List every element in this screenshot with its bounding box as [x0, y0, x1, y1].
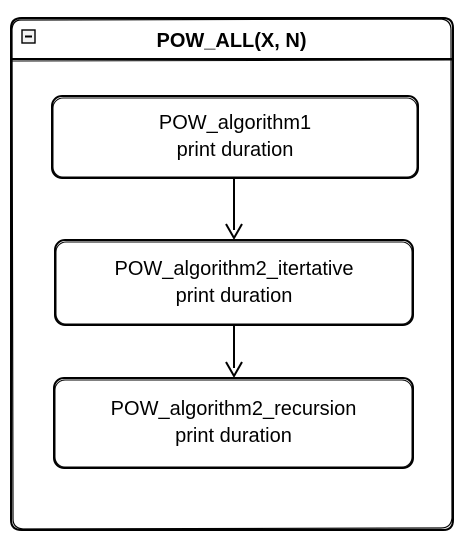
edge-arrow-2 [225, 325, 243, 379]
edge-arrow-1 [225, 178, 243, 241]
node-box-pow-algorithm1[interactable] [51, 95, 419, 179]
node-box-pow-algorithm2-recursion[interactable] [53, 377, 414, 469]
minus-box-icon[interactable] [21, 29, 36, 44]
node-box-pow-algorithm2-itertative[interactable] [54, 239, 414, 326]
